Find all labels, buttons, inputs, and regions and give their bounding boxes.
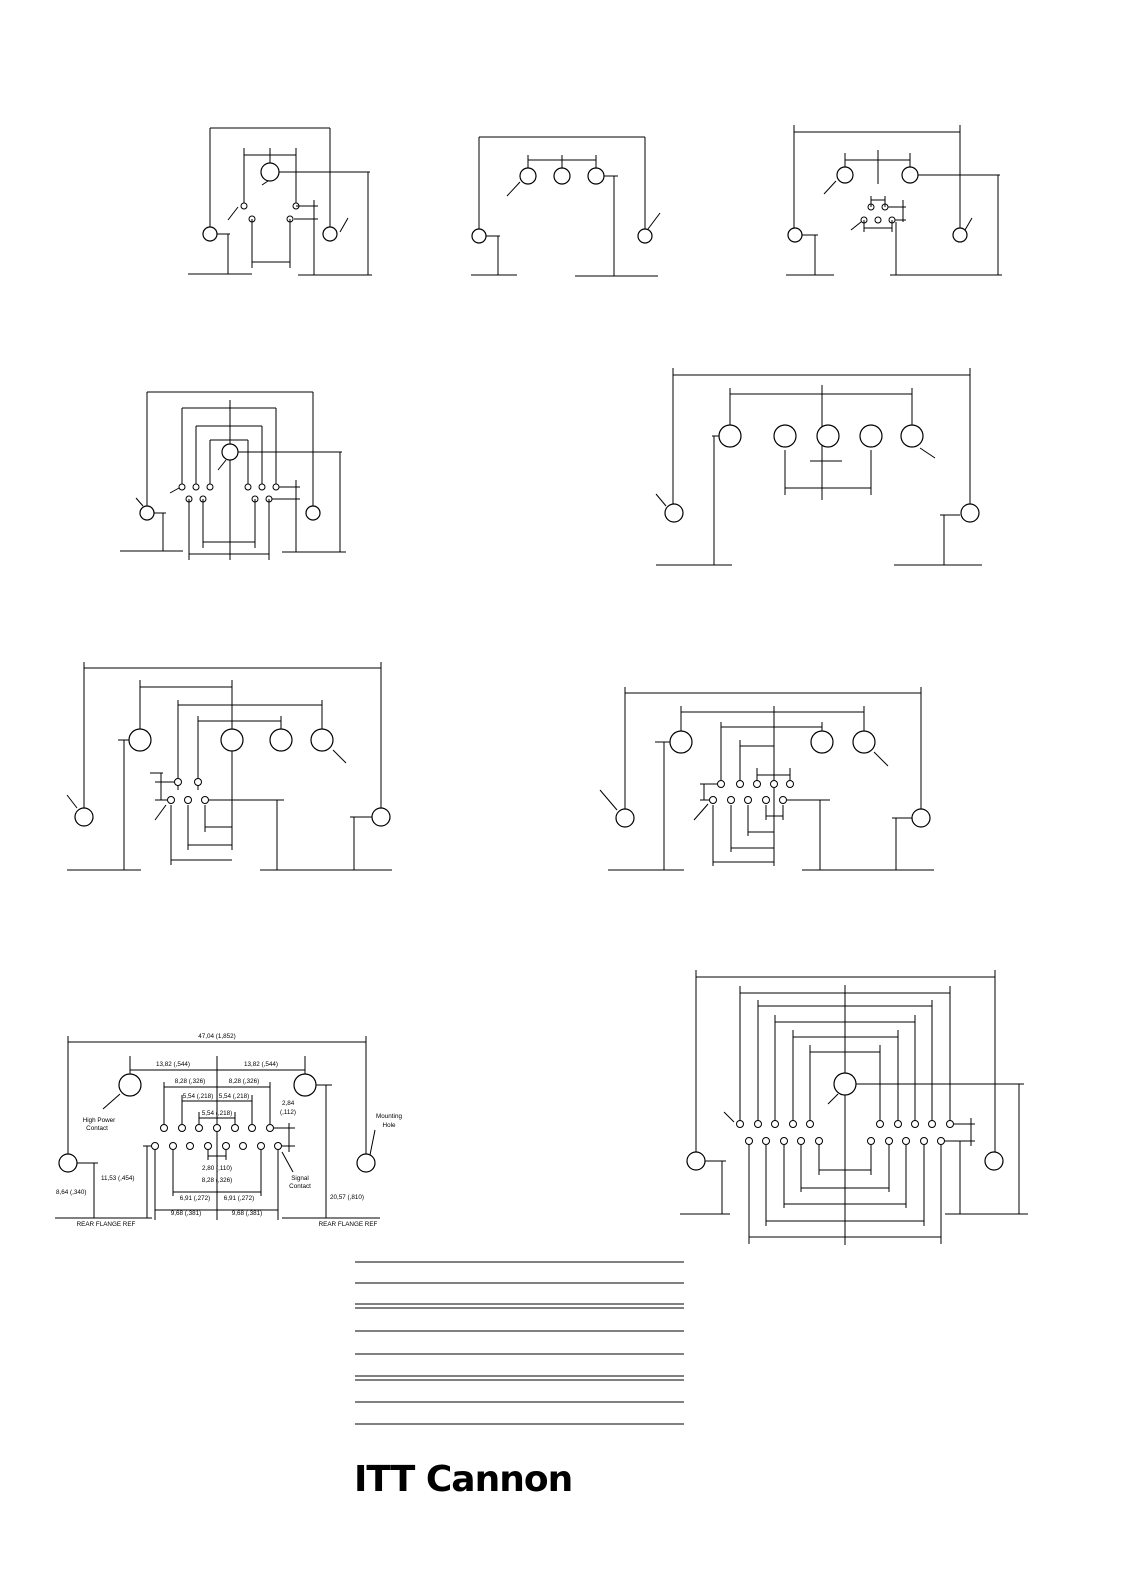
dim-small-left: 5,54 (,218)	[183, 1093, 213, 1100]
dim-bottom-right: 9,68 (,381)	[232, 1210, 262, 1217]
dim-left-pitch: 13,82 (,544)	[156, 1061, 190, 1068]
dim-signal-height: 11,53 (,454)	[101, 1175, 135, 1182]
dim-row-offset: 2,84	[282, 1100, 295, 1107]
layout-drawing-7	[599, 687, 934, 871]
itt-cannon-logo: ITT Cannon	[354, 1459, 573, 1500]
layout-drawing-2	[471, 136, 661, 277]
dim-center: 5,54 (,218)	[202, 1110, 232, 1117]
label-high-power-2: Contact	[86, 1125, 108, 1132]
layout-drawing-4	[120, 391, 346, 560]
layout-drawing-6	[66, 662, 392, 871]
dim-signal-pitch: 2,80 (,110)	[202, 1165, 232, 1172]
dim-inner-right: 8,28 (,326)	[229, 1078, 259, 1085]
dim-signal-span: 8,28 (,326)	[202, 1177, 232, 1184]
dim-small-right: 5,54 (,218)	[219, 1093, 249, 1100]
label-signal-2: Contact	[289, 1183, 311, 1190]
layout-drawing-3	[786, 125, 1002, 276]
dim-overall-width: 47,04 (1,852)	[198, 1033, 235, 1040]
dim-right-pitch: 13,82 (,544)	[244, 1061, 278, 1068]
empty-table-rules	[355, 1261, 684, 1425]
dim-lower-left: 6,91 (,272)	[180, 1195, 210, 1202]
dim-row-offset-in: (,112)	[280, 1109, 296, 1116]
dim-hole-height: 8,64 (,340)	[56, 1189, 86, 1196]
label-mounting-2: Hole	[383, 1122, 396, 1129]
label-high-power-1: High Power	[83, 1117, 116, 1124]
rear-flange-right: REAR FLANGE REF	[319, 1221, 378, 1228]
dim-bottom-left: 9,68 (,381)	[171, 1210, 201, 1217]
dim-power-height: 20,57 (,810)	[330, 1194, 364, 1201]
rear-flange-left: REAR FLANGE REF	[77, 1221, 136, 1228]
layout-drawing-1	[188, 127, 372, 276]
label-signal-1: Signal	[291, 1175, 309, 1182]
layout-drawing-8	[680, 970, 1028, 1245]
layout-drawing-5	[655, 368, 982, 566]
dim-lower-right: 6,91 (,272)	[224, 1195, 254, 1202]
dimensioned-layout-drawing: 47,04 (1,852) 13,82 (,544) 13,82 (,544) …	[55, 1033, 402, 1228]
label-mounting-1: Mounting	[376, 1113, 402, 1120]
dim-inner-left: 8,28 (,326)	[175, 1078, 205, 1085]
